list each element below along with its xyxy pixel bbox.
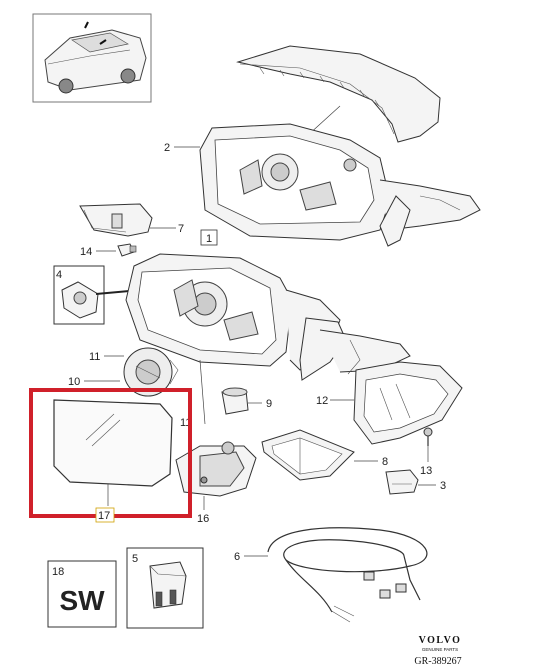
plug [221,387,249,415]
callout-12: 12 [316,395,328,407]
callout-4: 4 [56,269,62,281]
side-indicator [353,361,463,445]
callout-8: 8 [382,456,388,468]
mirror-assembly [125,253,411,381]
callout-14: 14 [80,246,92,258]
mirror-housing [199,123,481,247]
part-5-box [126,547,204,629]
callout-5: 5 [132,553,138,565]
sw-box-text: SW [59,585,105,616]
bracket [175,441,257,497]
callout-18: 18 [52,566,64,578]
callout-9: 9 [266,398,272,410]
mirror-cover [236,45,441,143]
callout-17: 17 [98,510,110,522]
mirror-glass [53,399,173,506]
connector [385,469,419,495]
cable-harness [267,527,428,623]
brand-tagline: GENUINE PARTS [422,647,458,652]
bulb [117,243,137,257]
callout-3: 3 [440,480,446,492]
callout-11-right: 11 [180,417,191,429]
callout-7: 7 [178,223,184,235]
screw [423,427,433,446]
part-17-label-box [95,507,115,523]
brand-logo: VOLVO [419,635,462,646]
part-1-box [200,229,218,246]
callout-2: 2 [164,142,170,154]
sw-kit-box [47,560,117,628]
callout-10: 10 [68,376,80,388]
vehicle-thumbnail [32,13,152,103]
figure-code: GR-389267 [414,656,461,667]
callout-11-left: 11 [89,351,100,363]
turn-signal-lamp [79,203,153,237]
adjustment-motor [123,347,179,397]
callout-6: 6 [234,551,240,563]
callout-1: 1 [206,233,212,245]
heater-element [261,429,355,481]
callout-13: 13 [420,465,432,477]
callout-16: 16 [197,513,209,525]
